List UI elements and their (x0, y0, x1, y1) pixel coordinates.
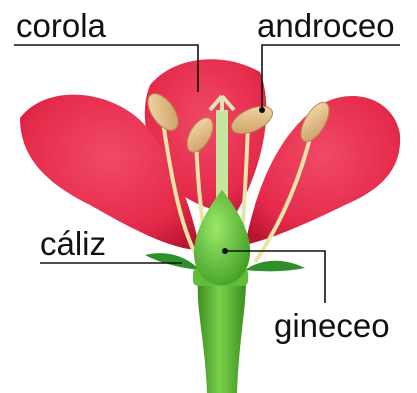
leader-dot-androceo (259, 107, 265, 113)
label-caliz: cáliz (40, 225, 106, 262)
label-androceo: androceo (257, 7, 395, 44)
label-gineceo: gineceo (274, 307, 390, 344)
label-corola: corola (16, 7, 107, 44)
stem (198, 280, 246, 393)
leader-dot-gineceo (222, 248, 228, 254)
sepal (145, 253, 200, 270)
sepal (245, 261, 305, 272)
style (216, 110, 228, 200)
